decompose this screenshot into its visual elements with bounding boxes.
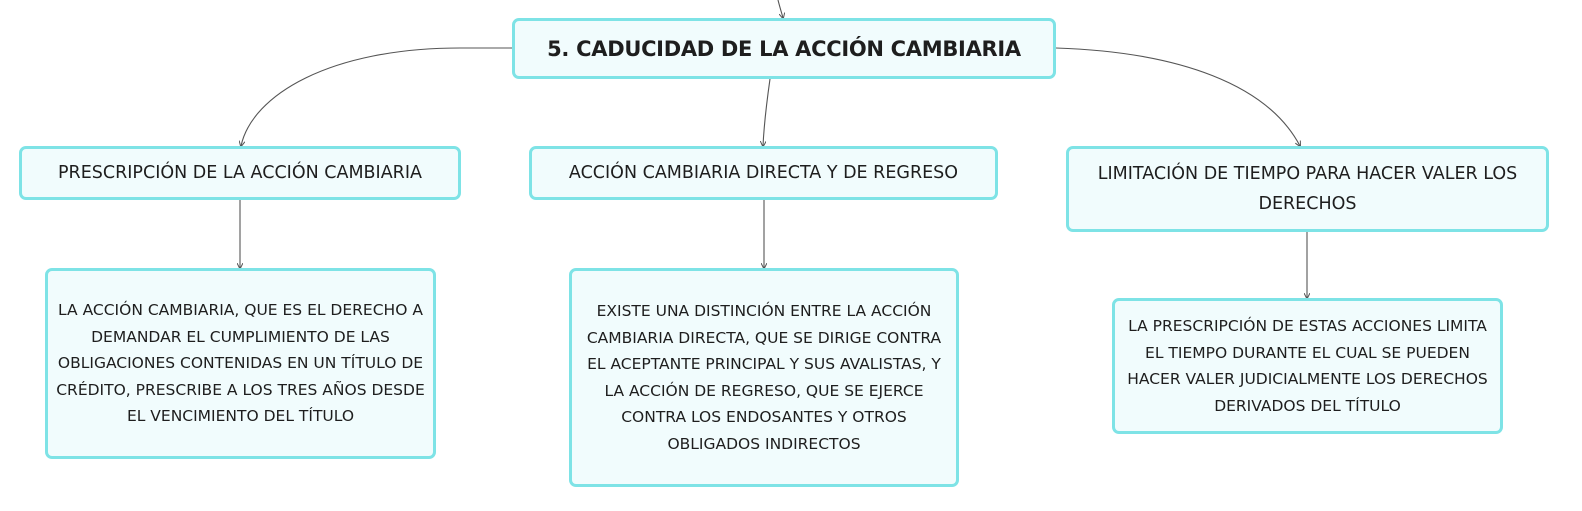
connector-root-to-branch-2: [763, 78, 771, 146]
branch-label: LIMITACIÓN DE TIEMPO PARA HACER VALER LO…: [1097, 164, 1518, 214]
detail-text: EXISTE UNA DISTINCIÓN ENTRE LA ACCIÓN CA…: [586, 302, 942, 453]
connector-root-to-branch-3: [1055, 47, 1300, 146]
detail-text: LA ACCIÓN CAMBIARIA, QUE ES EL DERECHO A…: [56, 301, 425, 426]
detail-node-accion-directa-regreso[interactable]: EXISTE UNA DISTINCIÓN ENTRE LA ACCIÓN CA…: [569, 268, 959, 487]
root-topic-title: 5. CADUCIDAD DE LA ACCIÓN CAMBIARIA: [547, 36, 1021, 61]
connector-root-to-branch-1: [241, 47, 512, 146]
branch-label: PRESCRIPCIÓN DE LA ACCIÓN CAMBIARIA: [58, 163, 422, 183]
branch-node-accion-directa-regreso[interactable]: ACCIÓN CAMBIARIA DIRECTA Y DE REGRESO: [529, 146, 998, 200]
branch-label: ACCIÓN CAMBIARIA DIRECTA Y DE REGRESO: [568, 163, 959, 183]
detail-node-limitacion-tiempo[interactable]: LA PRESCRIPCIÓN DE ESTAS ACCIONES LIMITA…: [1112, 298, 1503, 434]
root-topic-node[interactable]: 5. CADUCIDAD DE LA ACCIÓN CAMBIARIA: [512, 18, 1056, 79]
branch-node-prescripcion[interactable]: PRESCRIPCIÓN DE LA ACCIÓN CAMBIARIA: [19, 146, 461, 200]
branch-node-limitacion-tiempo[interactable]: LIMITACIÓN DE TIEMPO PARA HACER VALER LO…: [1066, 146, 1549, 232]
connector-parent-to-root: [777, 0, 783, 18]
detail-node-prescripcion[interactable]: LA ACCIÓN CAMBIARIA, QUE ES EL DERECHO A…: [45, 268, 436, 459]
detail-text: LA PRESCRIPCIÓN DE ESTAS ACCIONES LIMITA…: [1127, 317, 1488, 415]
